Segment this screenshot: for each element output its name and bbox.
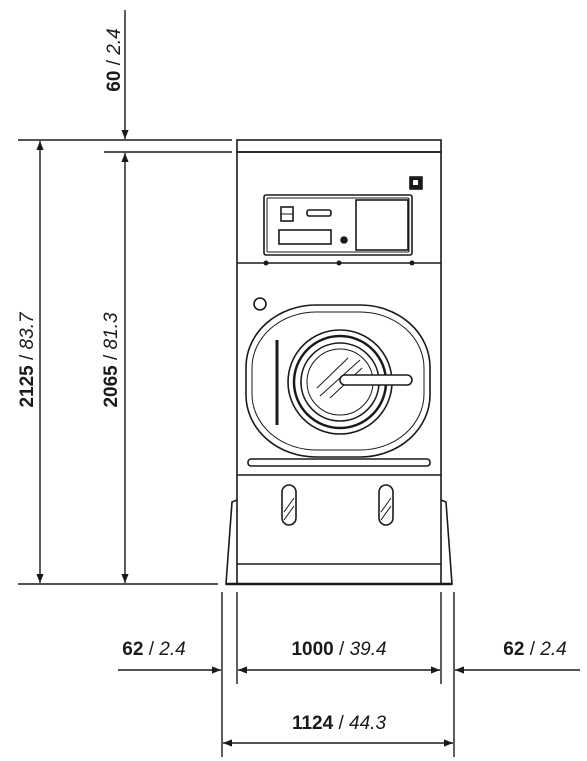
left-foot	[225, 499, 238, 585]
machine-top-cap	[236, 139, 442, 153]
right-foot-label: 62 / 2.4	[503, 639, 566, 660]
total-width-label: 1124 / 44.3	[292, 713, 386, 734]
right-foot	[440, 499, 453, 585]
vent-left-icon	[281, 484, 297, 526]
control-display-strip	[278, 229, 332, 245]
machine-front-view	[225, 139, 453, 586]
door-panel-knob-icon	[253, 297, 267, 311]
door-handle	[339, 374, 413, 386]
control-panel	[263, 194, 413, 256]
control-slot-icon	[306, 209, 332, 217]
body-width-label: 1000 / 39.4	[291, 639, 386, 660]
door-rail	[247, 458, 431, 467]
body-height-label: 2065 / 81.3	[101, 312, 122, 408]
door-assembly	[245, 304, 431, 458]
control-screen	[355, 199, 409, 251]
top-clearance-label: 60 / 2.4	[104, 28, 125, 91]
total-height-label: 2125 / 83.7	[17, 311, 38, 408]
vent-right-icon	[378, 484, 394, 526]
control-button-icon	[340, 236, 348, 244]
machine-cabinet	[236, 151, 442, 585]
left-foot-label: 62 / 2.4	[122, 639, 185, 660]
